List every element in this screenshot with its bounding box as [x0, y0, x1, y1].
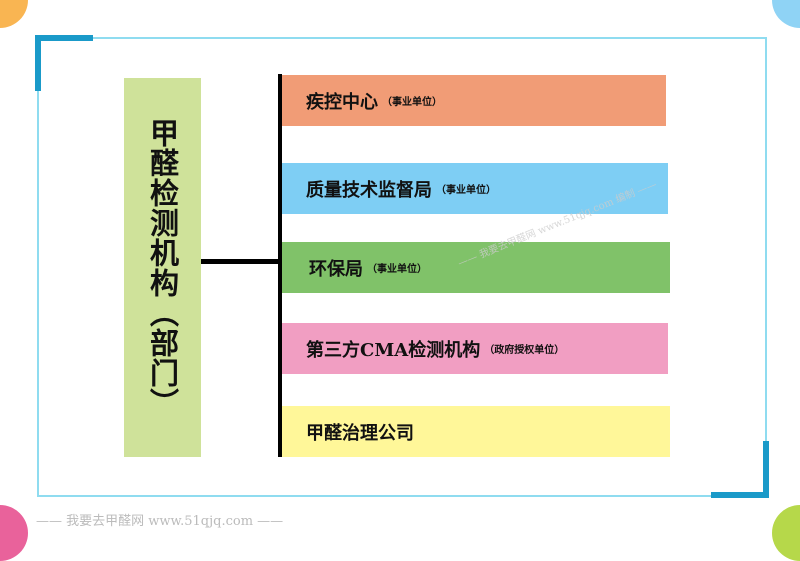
branch-name: 环保局 [309, 258, 363, 280]
branch-node: 环保局 （事业单位） [282, 242, 670, 293]
branch-name: 第三方CMA检测机构 [306, 339, 481, 361]
frame-accent-top-left-v [35, 35, 41, 91]
frame-accent-top-left [35, 35, 93, 41]
branch-node: 甲醛治理公司 [282, 406, 670, 457]
frame-accent-bottom-right [711, 492, 769, 498]
corner-circle-green [772, 505, 800, 561]
branch-name: 甲醛治理公司 [306, 422, 414, 444]
branch-note: （政府授权单位） [484, 345, 565, 356]
corner-circle-blue [772, 0, 800, 28]
root-label: 甲醛检测机构（部门） [145, 117, 180, 418]
branch-name: 疾控中心 [306, 91, 378, 113]
connector-horizontal [201, 259, 281, 264]
connector-vertical [278, 74, 282, 457]
branch-node: 疾控中心 （事业单位） [282, 75, 666, 126]
frame-accent-bottom-right-v [763, 441, 769, 498]
branch-name: 质量技术监督局 [306, 179, 432, 201]
corner-circle-pink [0, 505, 28, 561]
branch-note: （事业单位） [436, 185, 496, 196]
branch-note: （事业单位） [367, 264, 427, 275]
frame-border [37, 37, 767, 497]
branch-node: 第三方CMA检测机构（政府授权单位） [282, 323, 668, 374]
root-node: 甲醛检测机构（部门） [124, 78, 201, 457]
branch-note: （事业单位） [382, 97, 442, 108]
branch-node: 质量技术监督局 （事业单位） [282, 163, 668, 214]
footer-text: —— 我要去甲醛网 www.51qjq.com —— [36, 514, 284, 529]
corner-circle-orange [0, 0, 28, 28]
